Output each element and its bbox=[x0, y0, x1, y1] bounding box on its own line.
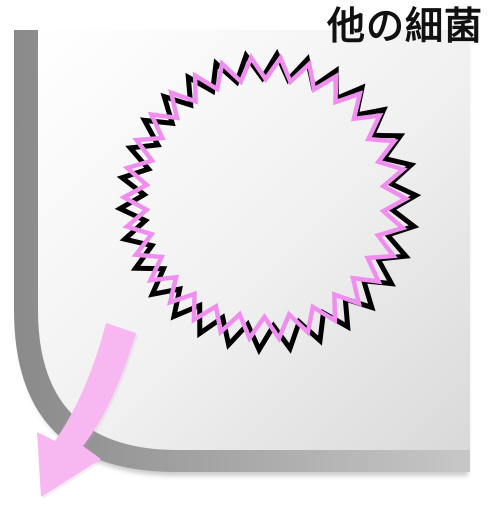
zigzag-ring-icon bbox=[114, 48, 422, 356]
curved-arrow-icon bbox=[37, 323, 136, 497]
page-title: 他の細菌 bbox=[326, 4, 483, 48]
zigzag-ring-outer bbox=[114, 48, 422, 356]
panel-face bbox=[38, 30, 470, 450]
zigzag-ring-inner bbox=[119, 53, 411, 343]
